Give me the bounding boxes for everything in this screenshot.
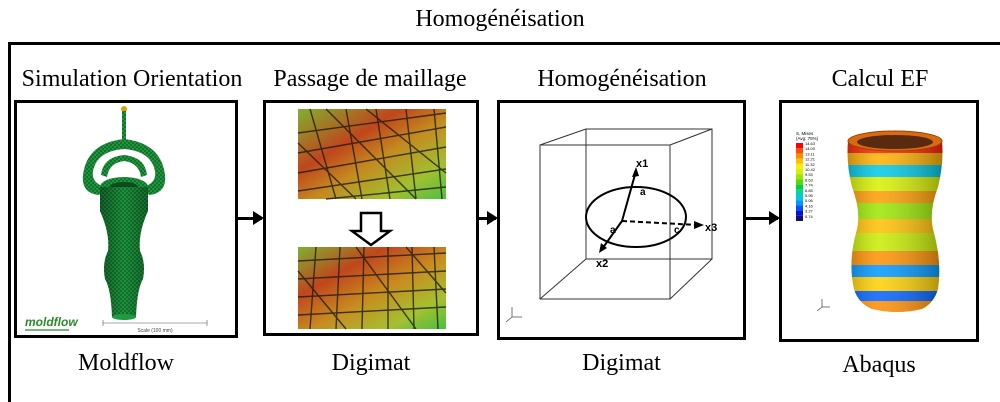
legend-swatch: [796, 169, 803, 175]
panel-moldflow: Scale (100 mm) moldflow: [14, 100, 238, 338]
down-arrow-icon: [348, 211, 394, 247]
scale-text: Scale (100 mm): [137, 328, 173, 334]
legend-value: 10.42: [805, 167, 816, 172]
moldflow-logo: moldflow: [25, 315, 78, 329]
legend-values: 14.6314.0013.1112.2111.3210.429.538.637.…: [805, 141, 816, 219]
ellipsoid-label-a2: a: [610, 225, 616, 236]
ellipsoid-label-c: c: [674, 225, 680, 236]
legend-swatch: [796, 179, 803, 185]
legend-color-bar: [796, 143, 803, 221]
moldflow-mesh-image: Scale (100 mm) moldflow: [25, 106, 208, 334]
legend-swatch: [796, 200, 803, 206]
arrow-3-to-4: [746, 211, 780, 225]
homogenization-cube-image: x1 x2 x3 a a c: [505, 128, 717, 323]
panel-homogenization: x1 x2 x3 a a c: [497, 100, 746, 340]
outer-frame: [8, 42, 1000, 402]
diagram-title: Homogénéisation: [415, 6, 585, 32]
legend-title: S, Mises: [796, 131, 814, 136]
legend-swatch: [796, 143, 803, 149]
arrow-1-to-2: [238, 211, 264, 225]
legend-swatch: [796, 153, 803, 159]
step-label-mesh: Passage de maillage: [273, 66, 467, 92]
legend-value: 9.53: [805, 172, 814, 177]
fe-result-image: S, Mises (Avg: 75%) 14.6314.0013.1112.21…: [796, 130, 943, 312]
legend-value: 12.21: [805, 157, 816, 162]
software-label-digimat-2: Digimat: [582, 350, 661, 376]
legend-swatch: [796, 215, 803, 221]
legend-value: 0.74: [805, 214, 814, 219]
legend-subtitle: (Avg: 75%): [796, 136, 819, 141]
legend-value: 14.63: [805, 141, 816, 146]
legend-value: 11.32: [805, 162, 815, 167]
step-label-homogenization: Homogénéisation: [537, 66, 707, 92]
ellipsoid-label-a1: a: [640, 187, 646, 198]
legend-value: 6.85: [805, 188, 814, 193]
mesh-mapping-image: [297, 108, 447, 330]
legend-swatch: [796, 163, 803, 169]
arrow-2-to-3: [479, 211, 498, 225]
axis-label-x1: x1: [636, 158, 648, 170]
axis-label-x3: x3: [705, 222, 717, 234]
software-label-abaqus: Abaqus: [842, 352, 916, 378]
panel-mesh-mapping: [263, 100, 479, 336]
legend-value: 14.00: [805, 146, 816, 151]
legend-value: 7.74: [805, 183, 814, 188]
legend-swatch: [796, 184, 803, 190]
software-label-digimat-1: Digimat: [331, 350, 411, 376]
legend-value: 5.06: [805, 198, 814, 203]
legend-swatch: [796, 148, 803, 154]
legend-value: 3.27: [805, 209, 814, 214]
legend-swatch: [796, 174, 803, 180]
legend-value: 5.95: [805, 193, 814, 198]
legend-value: 13.11: [805, 151, 815, 156]
legend-value: 8.63: [805, 177, 814, 182]
step-label-orientation: Simulation Orientation: [21, 66, 243, 92]
software-label-moldflow: Moldflow: [78, 350, 174, 376]
step-label-fe: Calcul EF: [831, 66, 929, 92]
legend-swatch: [796, 205, 803, 211]
legend-value: 4.16: [805, 203, 814, 208]
legend-swatch: [796, 210, 803, 216]
fe-vase-model: [847, 141, 943, 312]
legend-swatch: [796, 158, 803, 164]
axis-label-x2: x2: [596, 258, 608, 270]
legend-swatch: [796, 195, 803, 201]
legend-swatch: [796, 189, 803, 195]
